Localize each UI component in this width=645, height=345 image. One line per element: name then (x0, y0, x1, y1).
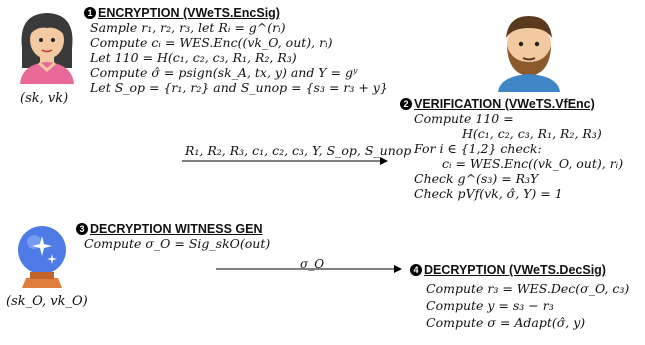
message-1-label: R₁, R₂, R₃, c₁, c₂, c₃, Y, S_op, S_unop (185, 143, 412, 158)
verification-line: cᵢ = WES.Enc((vk_O, out), rᵢ) (442, 156, 624, 171)
decryption-line: Compute y = s₃ − r₃ (426, 298, 554, 313)
verification-line: H(c₁, c₂, c₃, R₁, R₂, R₃) (462, 126, 602, 141)
encryption-line: Sample r₁, r₂, r₃, let Rᵢ = g^(rᵢ) (90, 20, 286, 35)
encryption-line: Compute cᵢ = WES.Enc((vk_O, out), rᵢ) (90, 35, 333, 50)
sender-keys-label: (sk, vk) (20, 91, 69, 106)
message-2-arrow (216, 265, 402, 273)
bearded-man-avatar-icon (498, 16, 560, 92)
message-2-label: σ_O (300, 257, 325, 271)
encryption-line: Let 110 = H(c₁, c₂, c₃, R₁, R₂, R₃) (90, 50, 297, 65)
encryption-line: Compute σ̂ = psign(sk_A, tx, y) and Y = … (90, 65, 358, 80)
encryption-line: Let S_op = {r₁, r₂} and S_unop = {s₃ = r… (90, 80, 388, 95)
verification-line: For i ∈ {1,2} check: (414, 141, 542, 156)
message-1-arrow (182, 157, 388, 165)
crystal-ball-icon (18, 226, 66, 288)
decryption-line: Compute r₃ = WES.Dec(σ_O, c₃) (426, 281, 630, 296)
verification-line: Check g^(s₃) = R₃Y (414, 171, 539, 186)
witness-line: Compute σ_O = Sig_skO(out) (84, 236, 271, 251)
verification-line: Check pVf(vk, σ̂, Y) = 1 (414, 186, 563, 201)
verification-line: Compute 110 = (414, 111, 514, 126)
decryption-line: Compute σ = Adapt(σ̂, y) (426, 315, 586, 330)
oracle-keys-label: (sk_O, vk_O) (6, 294, 88, 309)
woman-avatar-icon (20, 13, 74, 84)
